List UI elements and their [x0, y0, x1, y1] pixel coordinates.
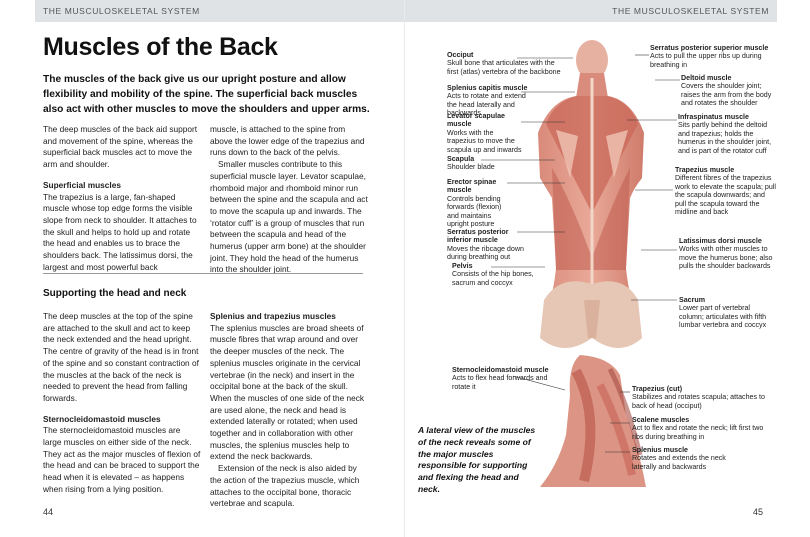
running-head-left: THE MUSCULOSKELETAL SYSTEM [35, 0, 405, 22]
scapula-right [606, 130, 628, 178]
left-page: THE MUSCULOSKELETAL SYSTEM Muscles of th… [35, 0, 405, 517]
intro-paragraph: The muscles of the back give us our upri… [43, 74, 370, 115]
label-latissimus-dorsi: Latissimus dorsi muscle Works with other… [679, 237, 773, 271]
splenius-shape [607, 367, 643, 456]
label-erector-spinae: Erector spinae muscle Controls bending f… [447, 178, 502, 229]
figure-caption: A lateral view of the muscles of the nec… [418, 425, 536, 494]
label-splenius: Splenius muscle Rotates and extends the … [632, 446, 726, 471]
label-leader-lines [481, 54, 680, 453]
body-paragraph: muscle, is attached to the spine from ab… [210, 124, 365, 158]
latissimus-muscle [552, 168, 630, 270]
label-infraspinatus: Infraspinatus muscle Sits partly behind … [678, 113, 772, 155]
page-number-right: 45 [753, 507, 764, 517]
label-trapezius-cut: Trapezius (cut) Stabilizes and rotates s… [632, 385, 765, 410]
subheading-sternocleidomastoid: Sternocleidomastoid muscles [43, 413, 161, 424]
subheading-superficial: Superficial muscles [43, 179, 121, 190]
head-shape [576, 40, 608, 80]
label-deltoid: Deltoid muscle Covers the shoulder joint… [681, 74, 772, 108]
running-head-right: THE MUSCULOSKELETAL SYSTEM [405, 0, 777, 22]
label-scalene: Scalene muscles Act to flex and rotate t… [632, 416, 764, 441]
label-serratus-posterior-superior: Serratus posterior superior muscle Acts … [650, 44, 769, 69]
scapula-left [556, 130, 578, 178]
label-scapula: Scapula Shoulder blade [447, 155, 495, 172]
label-occiput: Occiput Skull bone that articulates with… [447, 51, 561, 76]
text-column-4: Splenius and trapezius muscles The splen… [210, 311, 370, 510]
body-paragraph: Extension of the neck is also aided by t… [210, 463, 360, 509]
body-paragraph: The deep muscles at the top of the spine… [43, 311, 199, 403]
sacrum-bone [584, 300, 600, 338]
body-paragraph: The trapezius is a large, fan-shaped mus… [43, 191, 197, 272]
label-sacrum: Sacrum Lower part of vertebral column; a… [679, 296, 767, 330]
section-divider [43, 273, 363, 274]
body-paragraph: The splenius muscles are broad sheets of… [210, 322, 365, 462]
body-paragraph: The deep muscles of the back aid support… [43, 124, 198, 170]
label-levator-scapulae: Levator scapulae muscle Works with the t… [447, 112, 522, 154]
label-serratus-posterior-inferior: Serratus posterior inferior muscle Moves… [447, 228, 524, 262]
label-sternocleidomastoid: Sternocleidomastoid muscle Acts to flex … [452, 366, 549, 391]
text-column-3: The deep muscles at the top of the spine… [43, 311, 201, 496]
section-title: Supporting the head and neck [43, 288, 187, 299]
label-splenius-capitis: Splenius capitis muscle Acts to rotate a… [447, 84, 528, 118]
neck-lateral-illustration [540, 355, 646, 487]
page-number-left: 44 [43, 507, 54, 517]
body-paragraph: The sternocleidomastoid muscles are larg… [43, 425, 201, 494]
subheading-splenius: Splenius and trapezius muscles [210, 311, 336, 321]
text-column-1: The deep muscles of the back aid support… [43, 124, 198, 273]
label-pelvis: Pelvis Consists of the hip bones, sacrum… [452, 262, 534, 287]
text-column-2: muscle, is attached to the spine from ab… [210, 124, 370, 276]
back-anatomy-illustration [538, 40, 644, 348]
body-paragraph: Smaller muscles contribute to this super… [210, 159, 368, 275]
label-trapezius: Trapezius muscle Different fibres of the… [675, 166, 776, 217]
page-title: Muscles of the Back [43, 33, 278, 61]
sternocleidomastoid-shape [571, 368, 596, 483]
scalene-shape [596, 383, 636, 476]
